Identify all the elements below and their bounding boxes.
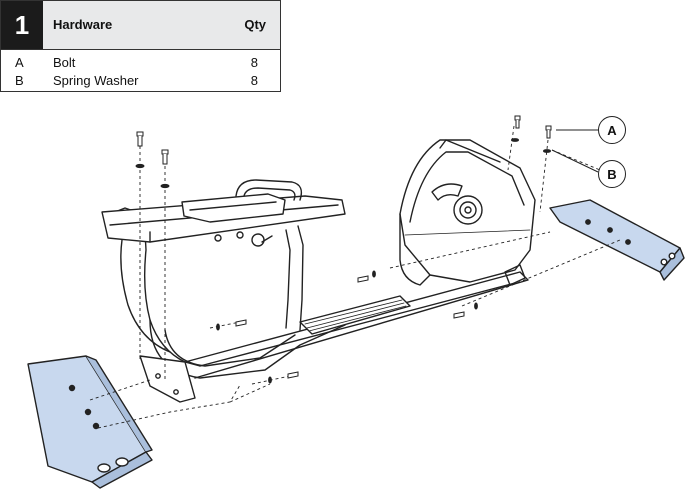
front-stabilizer bbox=[27, 355, 153, 489]
washer-icon bbox=[511, 138, 519, 142]
hardware-qty: 8 bbox=[250, 73, 258, 88]
washer-icon bbox=[135, 163, 145, 169]
bolt-icon bbox=[161, 149, 169, 155]
bolt-icon bbox=[514, 115, 521, 121]
hardware-qty: 8 bbox=[250, 55, 258, 70]
hardware-table: 1 Hardware Qty A Bolt 8 B Spring Washer … bbox=[0, 0, 281, 92]
rear-stabilizer bbox=[549, 199, 685, 281]
hardware-row-b: B Spring Washer 8 bbox=[1, 73, 280, 91]
hardware-name: Bolt bbox=[53, 55, 76, 70]
adjustment-knob bbox=[251, 233, 265, 247]
callout-b: B bbox=[598, 160, 626, 188]
hardware-key: A bbox=[15, 55, 24, 70]
flywheel-hub bbox=[453, 195, 483, 225]
hardware-table-header: 1 Hardware Qty bbox=[1, 1, 280, 50]
bolt-icon bbox=[287, 371, 299, 379]
hardware-key: B bbox=[15, 73, 24, 88]
step-number: 1 bbox=[1, 1, 43, 49]
bolt-icon bbox=[545, 125, 552, 131]
washer-icon bbox=[160, 183, 170, 189]
frame-front-upright-right bbox=[297, 225, 304, 331]
handle-loop bbox=[235, 179, 303, 201]
seat-carriage bbox=[181, 193, 286, 223]
bolt-icon bbox=[136, 131, 144, 137]
washer-icon bbox=[543, 149, 551, 153]
hardware-name: Spring Washer bbox=[53, 73, 139, 88]
callout-a: A bbox=[598, 116, 626, 144]
footrest-track bbox=[299, 295, 411, 335]
frame-curved-base-inner bbox=[164, 329, 296, 367]
qty-column-title: Qty bbox=[244, 17, 266, 32]
hardware-column-title: Hardware bbox=[53, 17, 113, 32]
bolt-icon bbox=[235, 319, 247, 327]
frame-front-upright-right-inner bbox=[285, 229, 291, 329]
bolt-icon bbox=[453, 311, 465, 319]
hardware-row-a: A Bolt 8 bbox=[1, 55, 280, 73]
bolt-icon bbox=[357, 275, 369, 283]
